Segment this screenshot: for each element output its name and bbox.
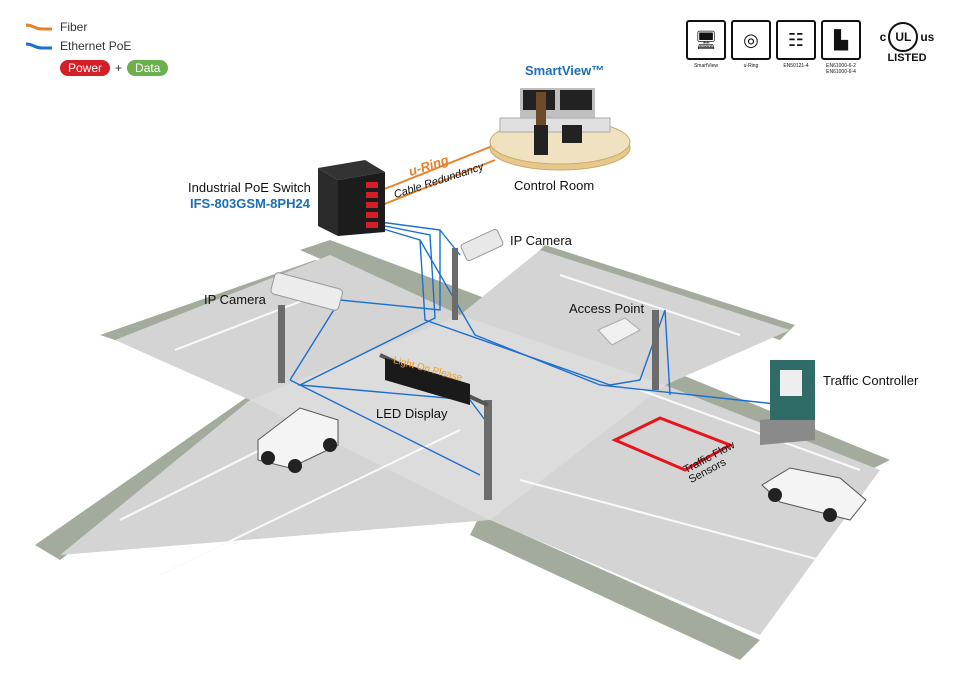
plus-sign: + <box>115 61 123 75</box>
legend-ethernet: Ethernet PoE <box>24 39 131 53</box>
badge-en61000-label: EN61000-6-2 EN61000-6-4 <box>826 63 856 75</box>
badge-en61000: ▙ EN61000-6-2 EN61000-6-4 <box>821 20 861 75</box>
factory-icon: ▙ <box>821 20 861 60</box>
ul-listed: LISTED <box>887 52 927 64</box>
ip-camera-top-label: IP Camera <box>510 233 572 248</box>
fiber-u-ring <box>381 144 496 206</box>
control-room-label: Control Room <box>514 178 595 193</box>
switch-title-label: Industrial PoE Switch <box>188 180 311 195</box>
power-pill: Power <box>60 60 111 76</box>
badge-uring: ◎ u-Ring <box>731 20 771 69</box>
access-point-label: Access Point <box>569 301 645 316</box>
u-ring-icon: ◎ <box>731 20 771 60</box>
badge-uring-label: u-Ring <box>743 63 759 69</box>
control-room-platform <box>489 88 631 171</box>
ul-us: us <box>920 30 935 44</box>
badge-en50121: ☷ EN50121-4 <box>776 20 816 69</box>
railway-icon: ☷ <box>776 20 816 60</box>
ul-listed-mark: c UL us LISTED <box>872 22 942 64</box>
monitor-icon: 🖥 <box>686 20 726 60</box>
white-sedan <box>761 467 867 522</box>
badge-en50121-label: EN50121-4 <box>783 63 809 69</box>
traffic-controller-label: Traffic Controller <box>823 373 919 388</box>
legend-fiber-label: Fiber <box>60 20 88 34</box>
badge-smartview-label: SmartView <box>693 63 719 69</box>
ip-camera-left-device <box>270 272 343 383</box>
ul-c: c <box>879 30 887 44</box>
led-display-label: LED Display <box>376 406 448 421</box>
ip-camera-top-device <box>452 228 504 320</box>
legend-power-data: Power + Data <box>60 60 169 76</box>
switch-model-label: IFS-803GSM-8PH24 <box>190 196 310 211</box>
ul-circle: UL <box>888 22 919 52</box>
data-pill: Data <box>127 60 169 76</box>
led-display-device <box>379 353 492 500</box>
traffic-flow-sensor-loop <box>611 416 734 472</box>
ethernet-line-icon <box>24 40 54 52</box>
badge-smartview: 🖥 SmartView <box>686 20 726 69</box>
access-point-device <box>597 310 659 390</box>
white-suv <box>257 407 339 473</box>
ethernet-poe-cables <box>289 221 786 476</box>
ip-camera-left-label: IP Camera <box>204 292 266 307</box>
industrial-poe-switch-device <box>318 160 385 236</box>
traffic-controller-device <box>760 360 815 445</box>
fiber-line-icon <box>24 21 54 33</box>
legend-ethernet-label: Ethernet PoE <box>60 39 132 53</box>
smartview-label: SmartView™ <box>525 63 605 78</box>
legend-fiber: Fiber <box>24 20 87 34</box>
